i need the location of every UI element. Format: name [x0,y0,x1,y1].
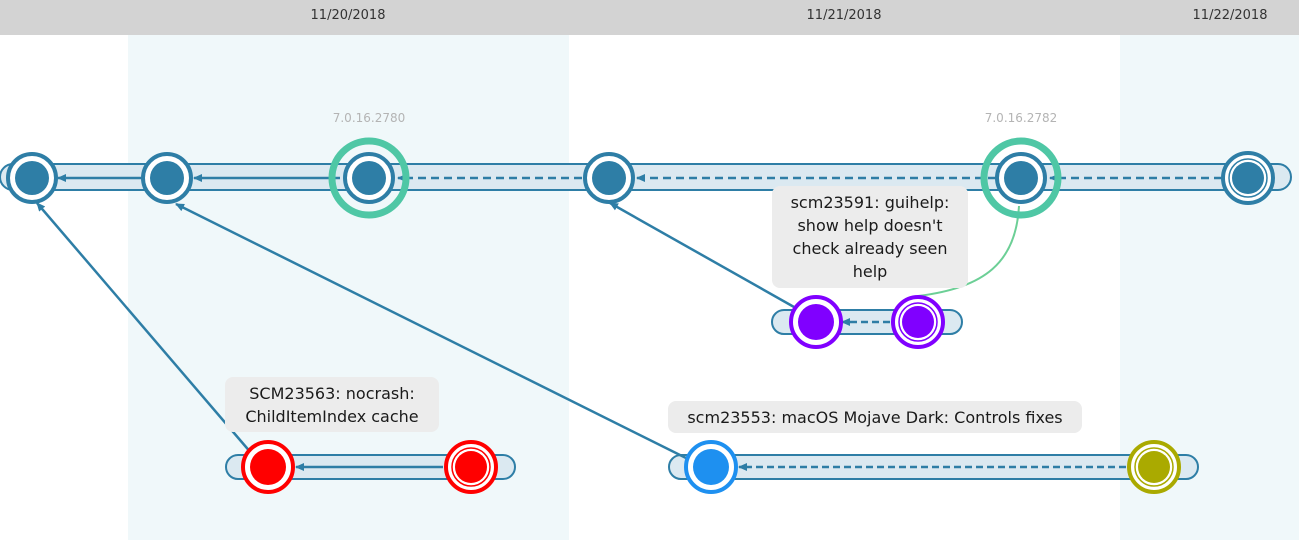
changeset-guihelp-head[interactable] [891,295,945,349]
changeset-mojave-head[interactable] [1127,440,1181,494]
changeset-main-4[interactable] [583,152,635,204]
changeset-nocrash-head[interactable] [444,440,498,494]
date-label-11-21: 11/21/2018 [807,8,882,23]
tag-label-2782: 7.0.16.2782 [985,111,1058,125]
main-branch-lane[interactable] [0,163,1292,191]
changeset-guihelp-1[interactable] [789,295,843,349]
changeset-mojave-1[interactable] [684,440,738,494]
nocrash-parent-link [36,202,253,455]
changeset-nocrash-1[interactable] [241,440,295,494]
branch-label-guihelp-line-3: check already seen [793,239,948,258]
date-label-11-20: 11/20/2018 [311,8,386,23]
branch-label-guihelp-line-2: show help doesn't [797,216,942,235]
changeset-main-2[interactable] [141,152,193,204]
date-header [0,0,1299,35]
changeset-main-label-2782[interactable] [980,137,1062,219]
branch-label-mojave[interactable]: scm23553: macOS Mojave Dark: Controls fi… [668,401,1082,433]
branch-label-guihelp[interactable]: scm23591: guihelp: show help doesn't che… [772,186,968,288]
branch-label-nocrash-line-2: ChildItemIndex cache [245,407,418,426]
branch-label-guihelp-line-1: scm23591: guihelp: [791,193,950,212]
mojave-parent-link [175,202,687,460]
branch-label-mojave-line-1: scm23553: macOS Mojave Dark: Controls fi… [687,408,1062,427]
changeset-main-head[interactable] [1221,151,1275,205]
tag-label-2780: 7.0.16.2780 [333,111,406,125]
date-label-11-22: 11/22/2018 [1193,8,1268,23]
branch-label-nocrash-line-1: SCM23563: nocrash: [249,384,414,403]
guihelp-merge-link [917,205,1020,297]
changeset-main-label-2780[interactable] [328,137,410,219]
branch-label-guihelp-line-4: help [853,262,888,281]
guihelp-parent-link [609,201,795,309]
branch-label-nocrash[interactable]: SCM23563: nocrash: ChildItemIndex cache [225,377,439,432]
changeset-main-1[interactable] [6,152,58,204]
